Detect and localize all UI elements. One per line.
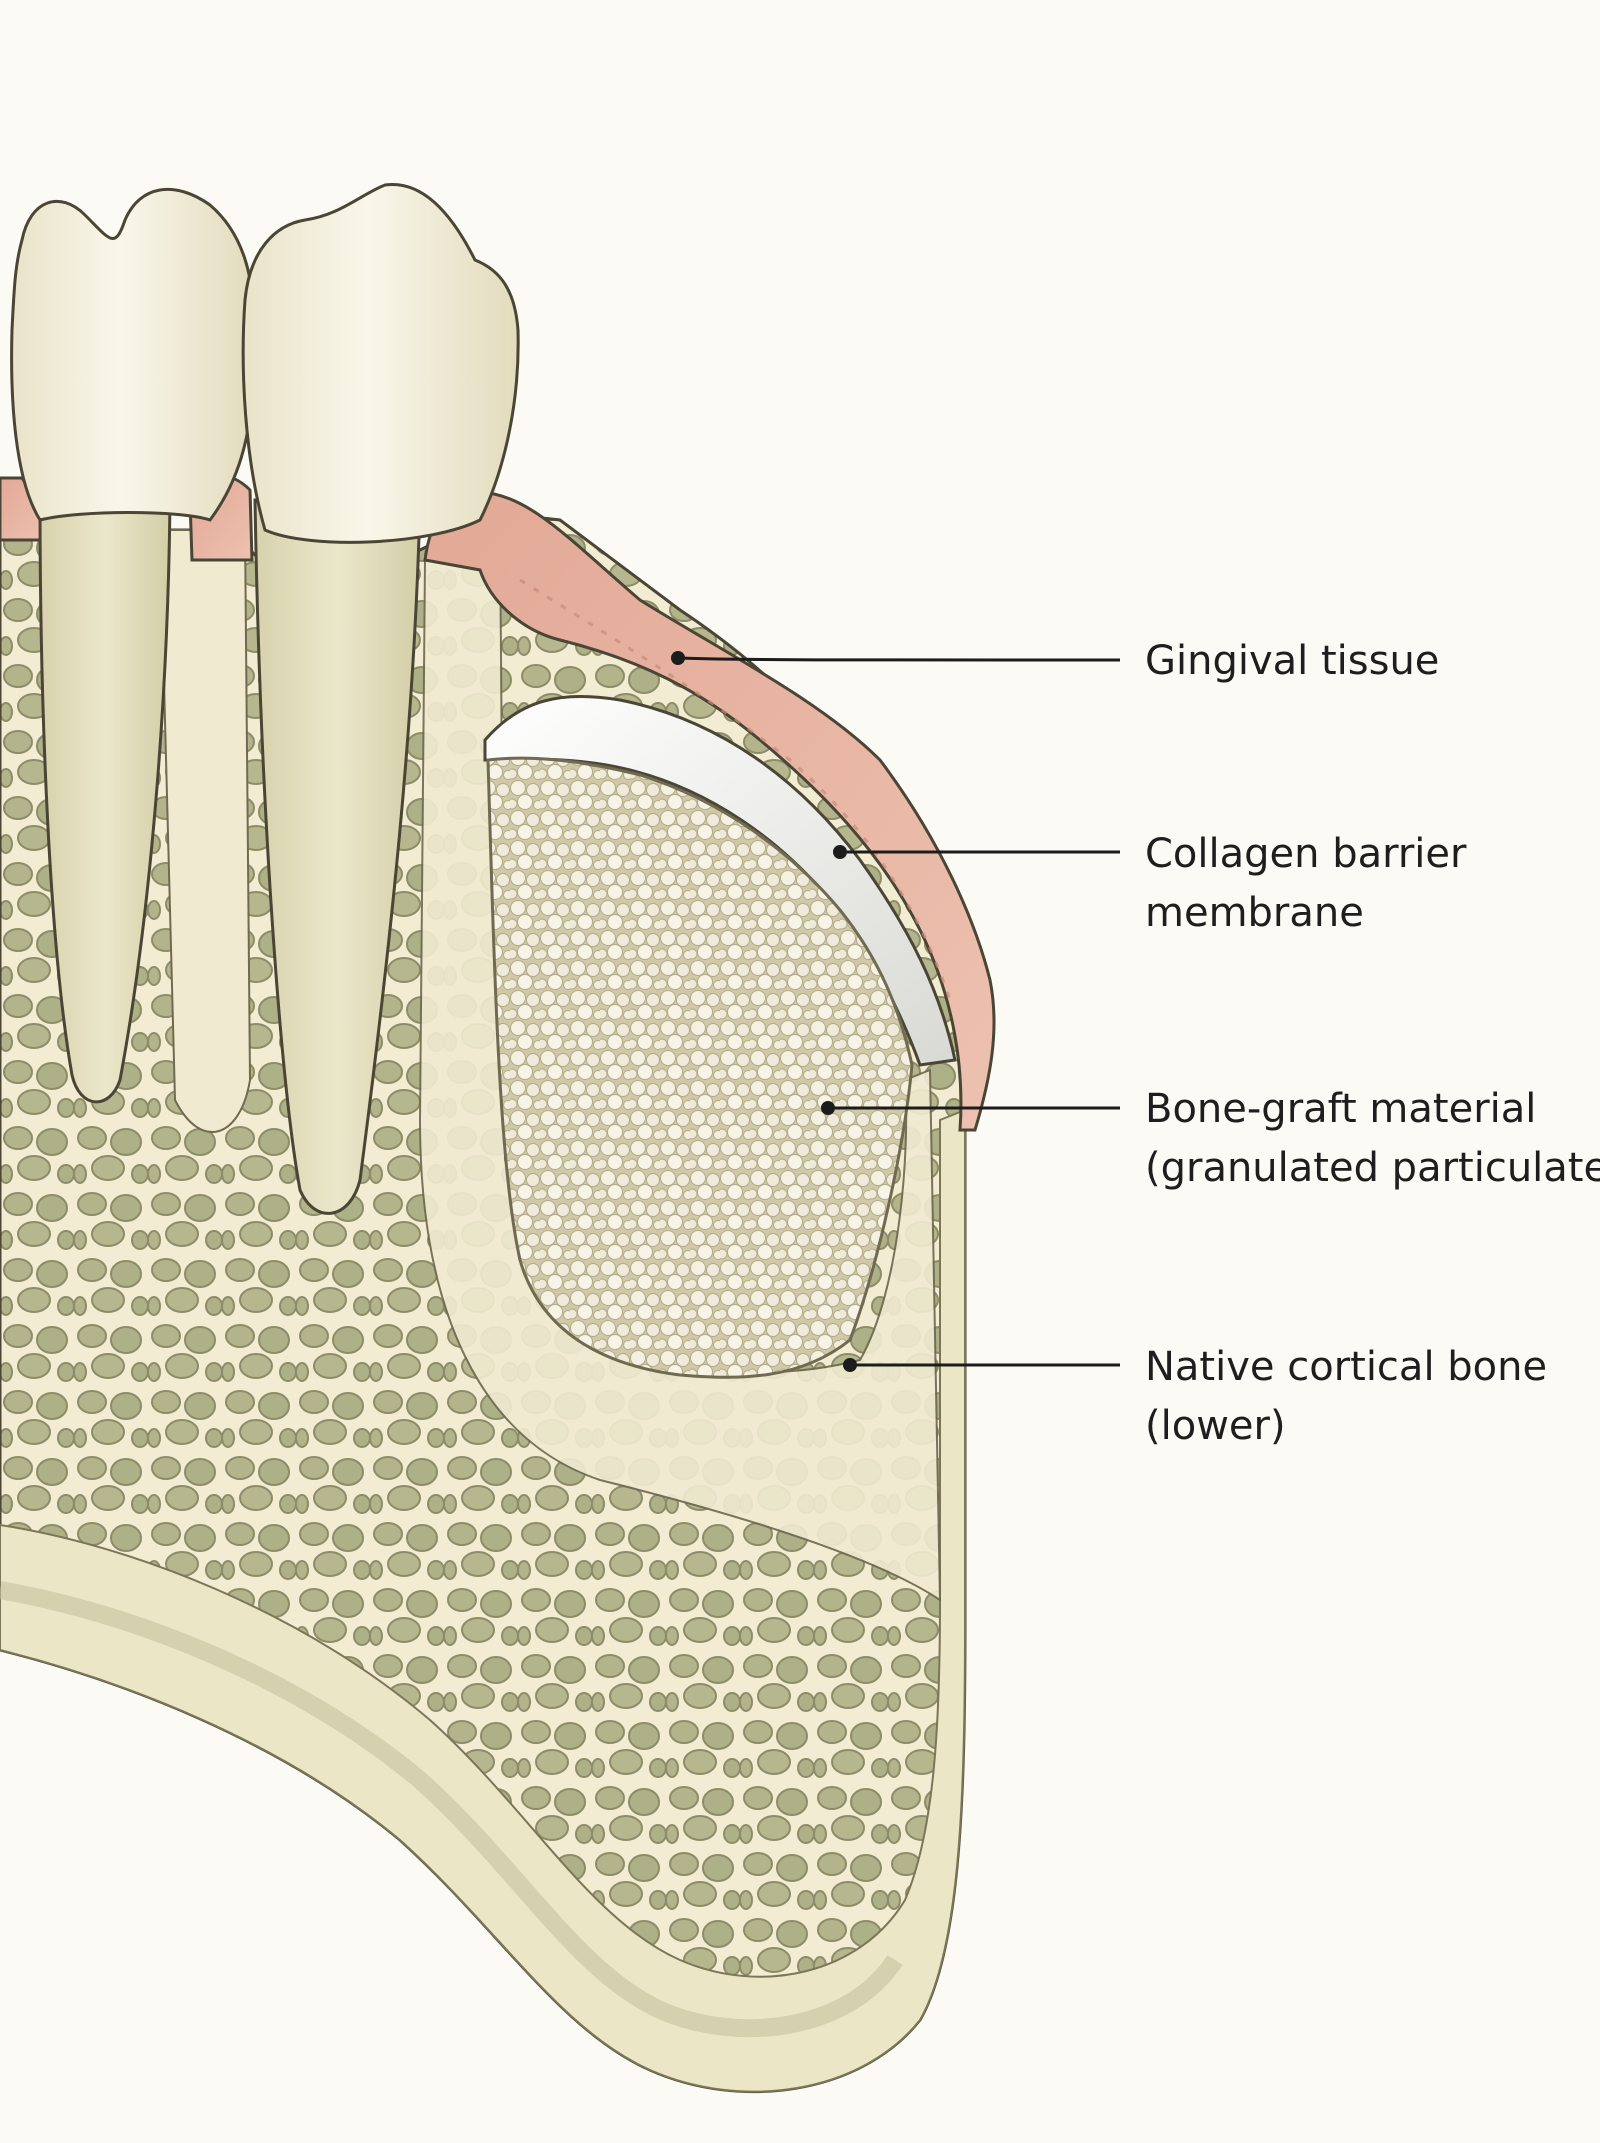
collagen-membrane [483, 694, 957, 1067]
callout-membrane [833, 845, 1120, 859]
label-gingival-tissue: Gingival tissue [1145, 632, 1439, 691]
label-cortical-bone: Native cortical bone (lower) [1145, 1338, 1547, 1456]
bone-graft-material [486, 756, 914, 1379]
tooth-left-crown [10, 188, 257, 522]
callout-graft [821, 1101, 1120, 1115]
label-cortical-line-1: Native cortical bone [1145, 1344, 1548, 1390]
callout-cortical [843, 1358, 1120, 1372]
interdental-septum [158, 529, 252, 1133]
callout-gingival [671, 651, 1121, 665]
lower-cortical-shadow [0, 1581, 903, 2038]
label-graft-line-1: Bone-graft material [1145, 1086, 1537, 1132]
tooth-right-root [253, 498, 422, 1215]
tooth-left-root [38, 498, 172, 1104]
label-gingival-line-1: Gingival tissue [1145, 638, 1440, 684]
label-cortical-line-2: (lower) [1145, 1403, 1286, 1449]
label-membrane-line-1: Collagen barrier [1145, 831, 1467, 877]
tooth-left [10, 188, 257, 1104]
gingiva-texture [519, 578, 952, 1001]
label-membrane-line-2: membrane [1145, 890, 1364, 936]
tooth-right-crown [241, 182, 520, 544]
label-bone-graft: Bone-graft material (granulated particul… [1145, 1080, 1600, 1198]
tooth-right [241, 182, 520, 1215]
label-collagen-membrane: Collagen barrier membrane [1145, 825, 1466, 943]
gingiva-right [423, 490, 996, 1132]
label-graft-line-2: (granulated particulate) [1145, 1145, 1600, 1191]
